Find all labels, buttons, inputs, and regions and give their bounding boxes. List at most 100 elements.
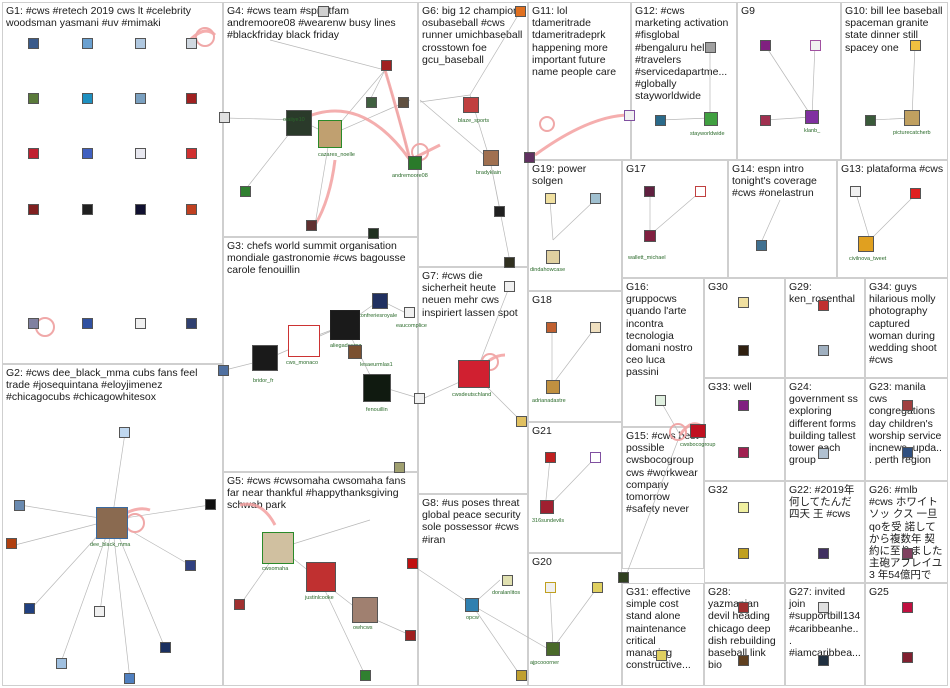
node-g2-b[interactable] xyxy=(14,500,25,511)
node-fenouillin[interactable] xyxy=(363,374,391,402)
node-g1-20[interactable] xyxy=(186,318,197,329)
node-g27-a[interactable] xyxy=(818,602,829,613)
node-g12-b[interactable] xyxy=(705,42,716,53)
node-g16-a[interactable] xyxy=(655,395,666,406)
node-g1-1[interactable] xyxy=(28,38,39,49)
node-g33-b[interactable] xyxy=(738,447,749,458)
node-g28-b[interactable] xyxy=(738,655,749,666)
node-g25-a[interactable] xyxy=(902,602,913,613)
node-opcw[interactable] xyxy=(465,598,479,612)
node-g20-a[interactable] xyxy=(545,582,556,593)
node-cws-monaco[interactable] xyxy=(288,325,320,357)
node-cwsbocogroup[interactable] xyxy=(690,424,706,438)
node-dee-black-mma[interactable] xyxy=(96,507,128,539)
node-g14-a[interactable] xyxy=(756,240,767,251)
node-g1-12[interactable] xyxy=(186,148,197,159)
node-g20-b[interactable] xyxy=(592,582,603,593)
node-g1-18[interactable] xyxy=(82,318,93,329)
node-g21-b[interactable] xyxy=(590,452,601,463)
node-ajpcorner[interactable] xyxy=(546,642,560,656)
node-cwsomaha[interactable] xyxy=(262,532,294,564)
node-g24-a[interactable] xyxy=(818,448,829,459)
node-g31-a[interactable] xyxy=(656,650,667,661)
node-g17-a[interactable] xyxy=(644,186,655,197)
node-g25-b[interactable] xyxy=(902,652,913,663)
node-g32-a[interactable] xyxy=(738,502,749,513)
node-g2-j[interactable] xyxy=(124,673,135,684)
node-adrianadastre[interactable] xyxy=(546,380,560,394)
node-g32-b[interactable] xyxy=(738,548,749,559)
node-g5-b[interactable] xyxy=(405,630,416,641)
node-g3-a[interactable] xyxy=(218,365,229,376)
node-g1-11[interactable] xyxy=(135,148,146,159)
node-g1-5[interactable] xyxy=(28,93,39,104)
node-g23-a[interactable] xyxy=(902,400,913,411)
node-wallett[interactable] xyxy=(644,230,656,242)
node-g19-a[interactable] xyxy=(545,193,556,204)
node-g11-a[interactable] xyxy=(624,110,635,121)
node-g4-a[interactable] xyxy=(381,60,392,71)
node-dindahowcase[interactable] xyxy=(546,250,560,264)
node-g2-h[interactable] xyxy=(205,499,216,510)
node-g15-a[interactable] xyxy=(618,572,629,583)
node-picturecatcherb[interactable] xyxy=(904,110,920,126)
node-g2-g[interactable] xyxy=(185,560,196,571)
node-g7-a[interactable] xyxy=(414,393,425,404)
node-g1-4[interactable] xyxy=(186,38,197,49)
node-g4-c[interactable] xyxy=(306,220,317,231)
node-g9-a[interactable] xyxy=(760,40,771,51)
node-klanb[interactable] xyxy=(805,110,819,124)
node-g6-b[interactable] xyxy=(504,257,515,268)
node-stayworldwide[interactable] xyxy=(704,112,718,126)
node-g4-f[interactable] xyxy=(398,97,409,108)
node-civilnova[interactable] xyxy=(858,236,874,252)
node-g1-19[interactable] xyxy=(135,318,146,329)
node-g1-2[interactable] xyxy=(82,38,93,49)
node-g17-b[interactable] xyxy=(695,186,706,197)
node-g1-16[interactable] xyxy=(186,204,197,215)
node-g7-c[interactable] xyxy=(504,281,515,292)
node-g4-b[interactable] xyxy=(219,112,230,123)
node-g2-e[interactable] xyxy=(94,606,105,617)
node-g1-10[interactable] xyxy=(82,148,93,159)
node-lesaeurmlas[interactable] xyxy=(348,345,362,359)
node-g1-3[interactable] xyxy=(135,38,146,49)
node-g1-17[interactable] xyxy=(28,318,39,329)
node-cazares-noelle[interactable] xyxy=(318,120,342,148)
node-blaze-sports[interactable] xyxy=(463,97,479,113)
node-g2-c[interactable] xyxy=(24,603,35,614)
node-g29-a[interactable] xyxy=(818,300,829,311)
node-g5-c[interactable] xyxy=(360,670,371,681)
node-g30-a[interactable] xyxy=(738,297,749,308)
node-g5-a[interactable] xyxy=(234,599,245,610)
node-g18-a[interactable] xyxy=(546,322,557,333)
node-g4-d[interactable] xyxy=(240,186,251,197)
node-g19-b[interactable] xyxy=(590,193,601,204)
node-g26-a[interactable] xyxy=(902,548,913,559)
node-g1-6[interactable] xyxy=(82,93,93,104)
node-g6-a[interactable] xyxy=(494,206,505,217)
node-g1-9[interactable] xyxy=(28,148,39,159)
node-g27-b[interactable] xyxy=(818,655,829,666)
node-g21-a[interactable] xyxy=(545,452,556,463)
node-g3-b[interactable] xyxy=(394,462,405,473)
node-g13-a[interactable] xyxy=(910,188,921,199)
node-g2-f[interactable] xyxy=(160,642,171,653)
node-g10-b[interactable] xyxy=(865,115,876,126)
node-g4-h[interactable] xyxy=(318,6,329,17)
node-g9-c[interactable] xyxy=(810,40,821,51)
node-g18-b[interactable] xyxy=(590,322,601,333)
node-g4-e[interactable] xyxy=(366,97,377,108)
node-g2-i[interactable] xyxy=(6,538,17,549)
node-316sundevils[interactable] xyxy=(540,500,554,514)
node-aliegadeomg[interactable] xyxy=(330,310,360,340)
node-owhcws[interactable] xyxy=(352,597,378,623)
node-justinlcooke[interactable] xyxy=(306,562,336,592)
node-g2-a[interactable] xyxy=(119,427,130,438)
node-bradyklain[interactable] xyxy=(483,150,499,166)
node-g23-b[interactable] xyxy=(902,447,913,458)
node-g29-b[interactable] xyxy=(818,345,829,356)
node-g1-7[interactable] xyxy=(135,93,146,104)
node-eaucomplice[interactable] xyxy=(404,307,415,318)
node-g30-b[interactable] xyxy=(738,345,749,356)
